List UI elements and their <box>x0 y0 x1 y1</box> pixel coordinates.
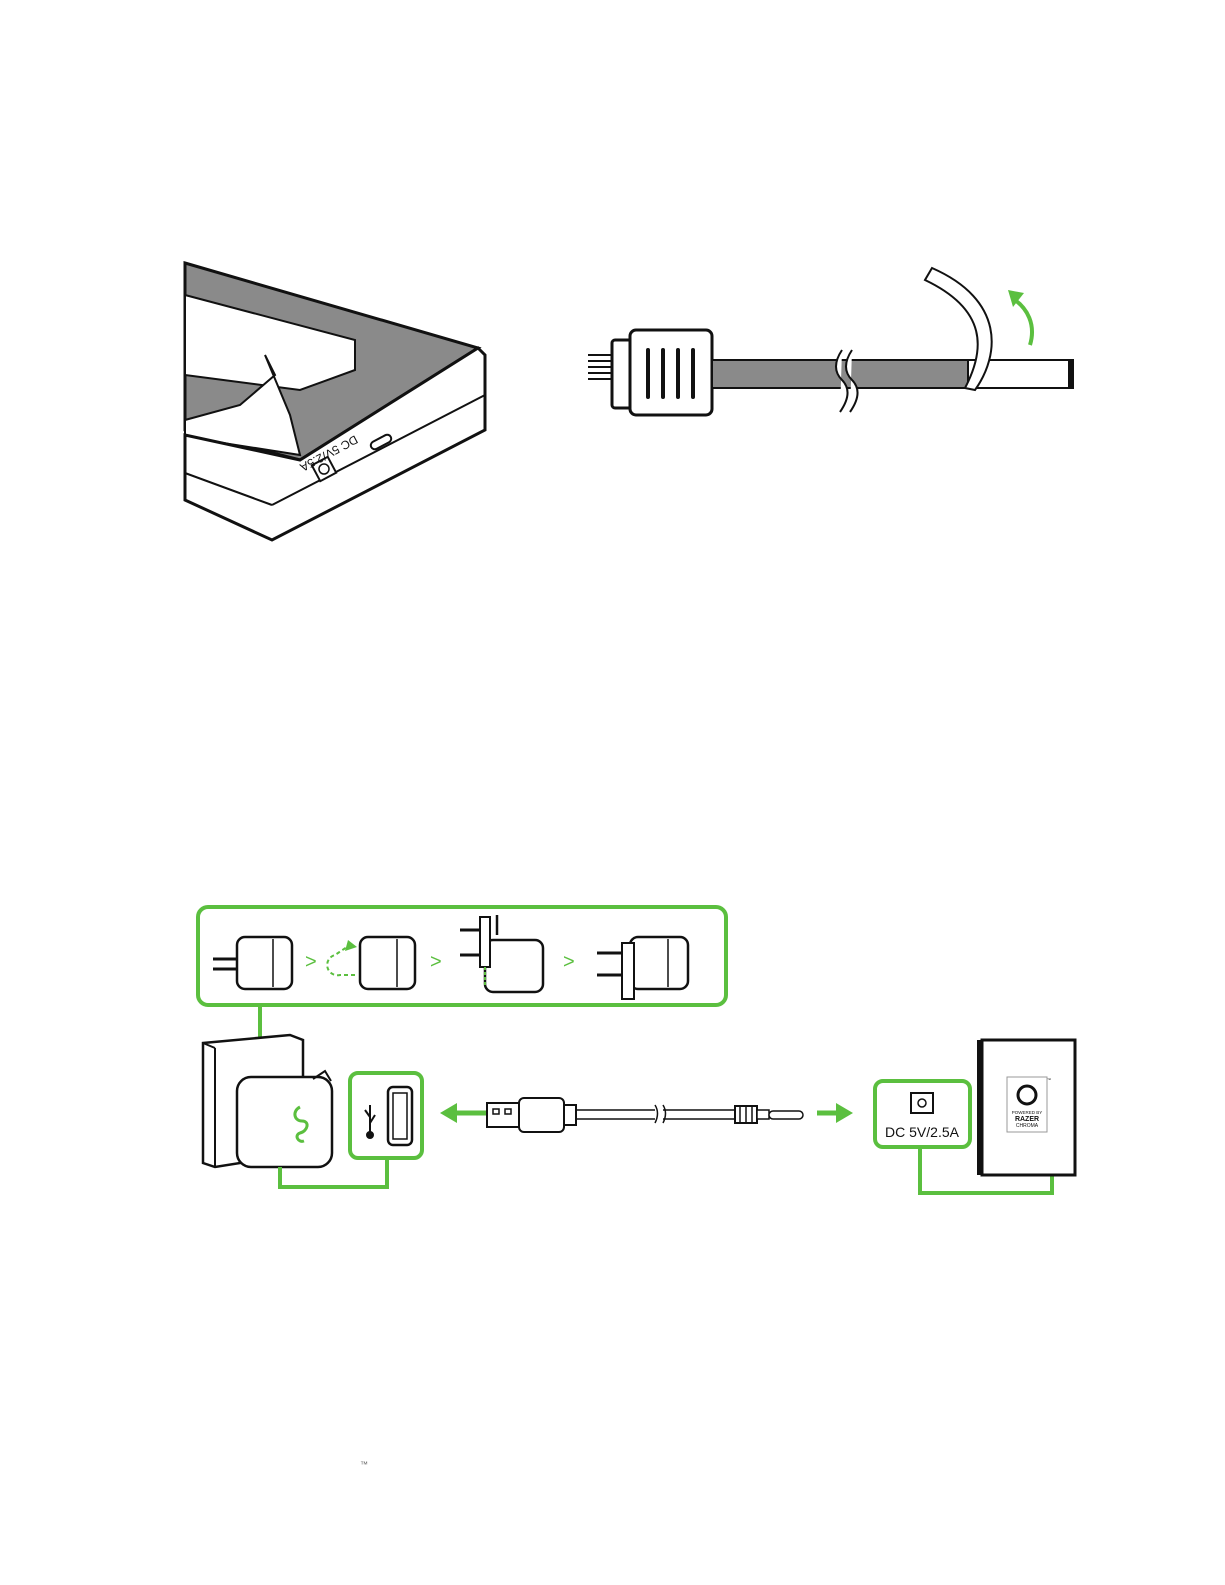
badge-line3: CHROMA <box>1016 1123 1039 1129</box>
trademark-mark: ™ <box>360 1460 368 1469</box>
step-arrow-2: > <box>430 951 442 973</box>
peel-arrow-icon <box>1012 298 1032 345</box>
step-arrow-3: > <box>563 951 575 973</box>
badge-line1: POWERED BY <box>1012 1110 1043 1115</box>
led-strip-illustration <box>580 230 1100 430</box>
step-arrow-1: > <box>305 951 317 973</box>
badge-tm: ™ <box>1047 1077 1051 1082</box>
dc-jack-icon <box>911 1093 933 1113</box>
connector-body <box>630 330 712 415</box>
controller-illustration: DC 5V/2.5A <box>180 255 500 555</box>
dc-port-label: DC 5V/2.5A <box>885 1124 960 1140</box>
usb-dc-cable <box>487 1098 803 1132</box>
badge-line2: RAZER <box>1015 1116 1039 1123</box>
power-adapter <box>237 1077 332 1167</box>
arrow-to-usb <box>440 1103 457 1123</box>
arrow-to-device <box>836 1103 853 1123</box>
power-setup-illustration: > > > <box>185 895 1095 1225</box>
